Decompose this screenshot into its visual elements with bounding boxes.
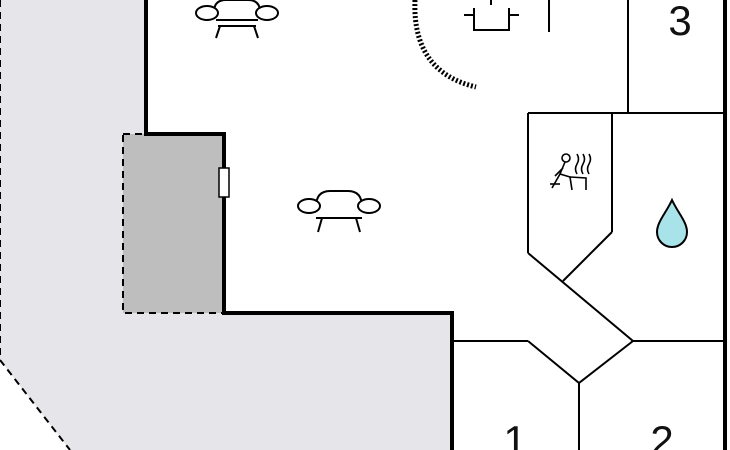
sofa-icon — [195, 0, 279, 39]
spiral-staircase — [412, 0, 477, 90]
room-label-1: 1 — [503, 417, 526, 450]
terrace-area — [0, 0, 452, 450]
sofa-icon — [297, 190, 381, 233]
water-drop-icon — [655, 197, 689, 248]
room-label-2: 2 — [650, 417, 673, 450]
door-marker — [218, 167, 230, 198]
exterior-wall — [144, 0, 454, 450]
room-label-3: 3 — [668, 0, 691, 44]
covered-terrace — [122, 133, 225, 314]
terrace-boundary — [0, 0, 71, 450]
interior-walls — [452, 0, 725, 450]
sauna-icon — [550, 153, 592, 191]
cooking-pot-icon — [464, 0, 519, 31]
